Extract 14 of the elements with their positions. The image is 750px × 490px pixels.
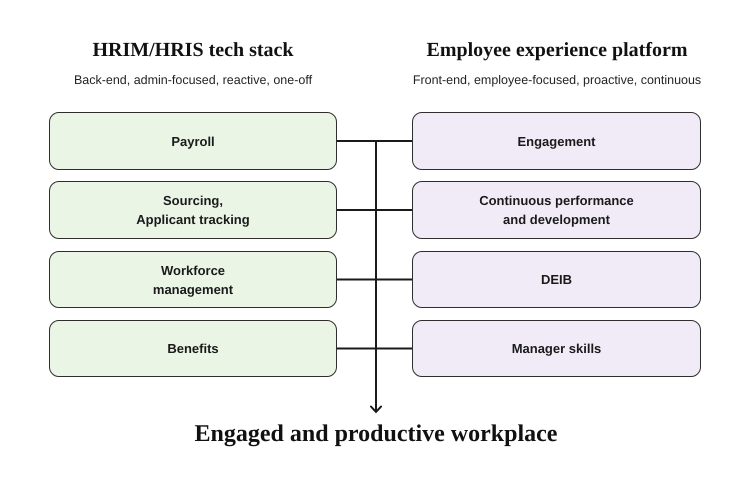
column-heading: HRIM/HRIS tech stack [92, 38, 294, 63]
column-subtitle: Back-end, admin-focused, reactive, one-off [74, 72, 312, 89]
outcome-text: Engaged and productive workplace [176, 412, 576, 456]
category-box: Sourcing, Applicant tracking [49, 181, 337, 239]
column-heading: Employee experience platform [426, 38, 688, 63]
category-box: Payroll [49, 112, 337, 170]
category-box: Continuous performance and development [412, 181, 701, 239]
category-box: Benefits [49, 320, 337, 377]
column-subtitle: Front-end, employee-focused, proactive, continuous [412, 72, 702, 89]
category-box: Manager skills [412, 320, 701, 377]
category-box: DEIB [412, 251, 701, 308]
category-box: Engagement [412, 112, 701, 170]
connector-arrow [370, 348, 412, 413]
category-box: Workforce management [49, 251, 337, 308]
